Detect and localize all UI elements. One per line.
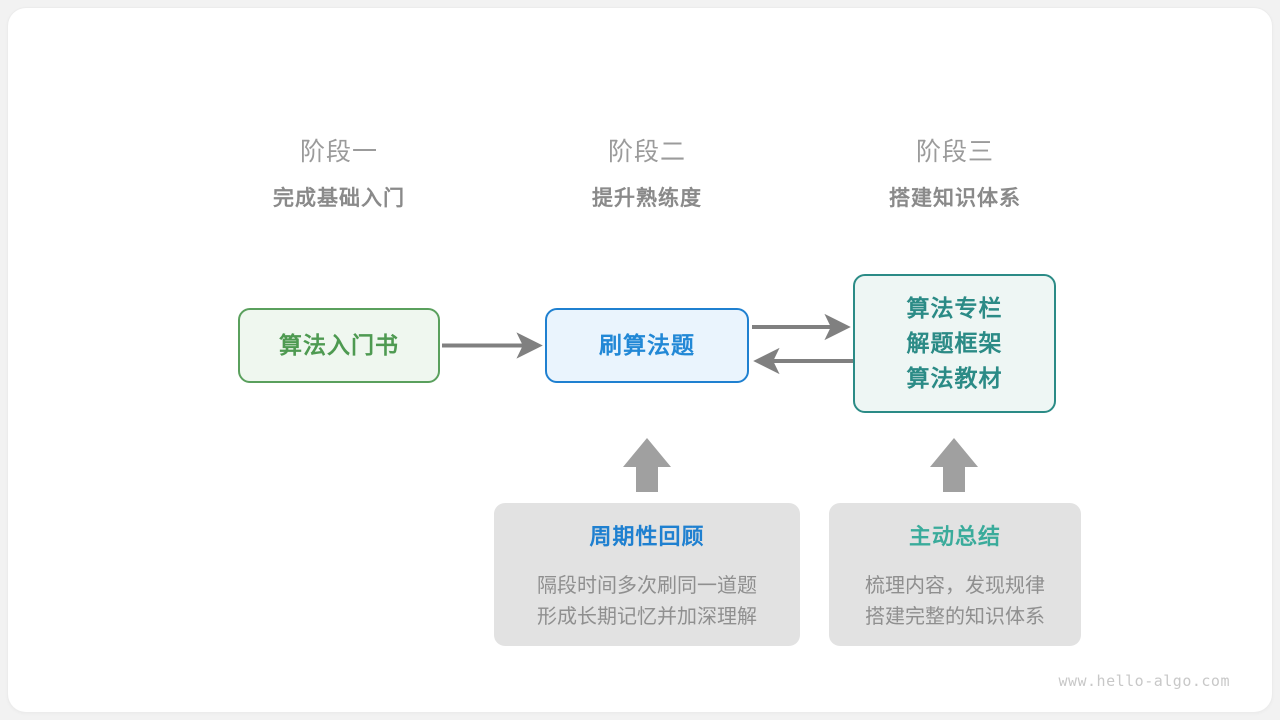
phase-column-2: 阶段二 提升熟练度 xyxy=(527,135,767,214)
watermark: www.hello-algo.com xyxy=(1058,672,1230,690)
node-practice-problems[interactable]: 刷算法题 xyxy=(545,308,749,383)
phase-name-2: 阶段二 xyxy=(607,138,686,166)
phase-name-1: 阶段一 xyxy=(299,138,378,166)
phase-goal-1: 完成基础入门 xyxy=(273,187,405,210)
diagram-card: 阶段一 完成基础入门 阶段二 提升熟练度 阶段三 搭建知识体系 算法入门书 刷算… xyxy=(8,8,1272,712)
tip-review-desc-line-2: 形成长期记忆并加深理解 xyxy=(537,606,757,628)
node-resources-line-3: 算法教材 xyxy=(906,365,1003,391)
node-intro-book[interactable]: 算法入门书 xyxy=(238,308,440,383)
node-resources-line-1: 算法专栏 xyxy=(906,295,1003,321)
tip-summary-desc-line-1: 梳理内容，发现规律 xyxy=(865,575,1045,597)
phase-goal-2: 提升熟练度 xyxy=(592,187,702,210)
node-intro-book-label: 算法入门书 xyxy=(279,332,399,358)
arrow-up-summary xyxy=(930,438,978,492)
phase-goal-3: 搭建知识体系 xyxy=(889,187,1021,210)
tip-summary-description: 梳理内容，发现规律 搭建完整的知识体系 xyxy=(865,571,1045,633)
tip-card-periodic-review[interactable]: 周期性回顾 隔段时间多次刷同一道题 形成长期记忆并加深理解 xyxy=(494,503,800,646)
arrow-up-review xyxy=(623,438,671,492)
node-practice-problems-label: 刷算法题 xyxy=(599,332,695,358)
node-resources-line-2: 解题框架 xyxy=(906,330,1003,356)
phase-column-3: 阶段三 搭建知识体系 xyxy=(835,135,1075,214)
tip-summary-desc-line-2: 搭建完整的知识体系 xyxy=(865,606,1045,628)
tip-review-title: 周期性回顾 xyxy=(589,524,705,549)
tip-card-active-summary[interactable]: 主动总结 梳理内容，发现规律 搭建完整的知识体系 xyxy=(829,503,1081,646)
tip-review-description: 隔段时间多次刷同一道题 形成长期记忆并加深理解 xyxy=(537,571,757,633)
phase-column-1: 阶段一 完成基础入门 xyxy=(219,135,459,214)
phase-name-3: 阶段三 xyxy=(915,138,994,166)
tip-review-desc-line-1: 隔段时间多次刷同一道题 xyxy=(537,575,757,597)
tip-summary-title: 主动总结 xyxy=(908,524,1001,549)
node-learning-resources[interactable]: 算法专栏 解题框架 算法教材 xyxy=(853,274,1056,413)
